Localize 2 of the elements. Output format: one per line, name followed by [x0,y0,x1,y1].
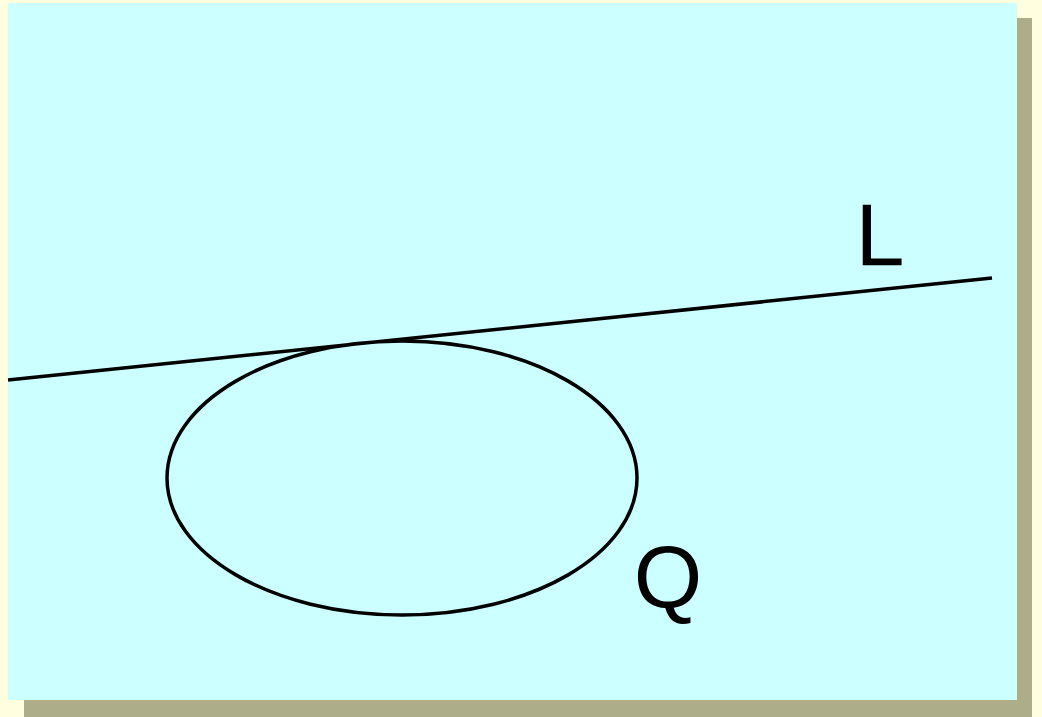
curve-label: Q [637,545,698,625]
curve-label: L [862,204,902,266]
